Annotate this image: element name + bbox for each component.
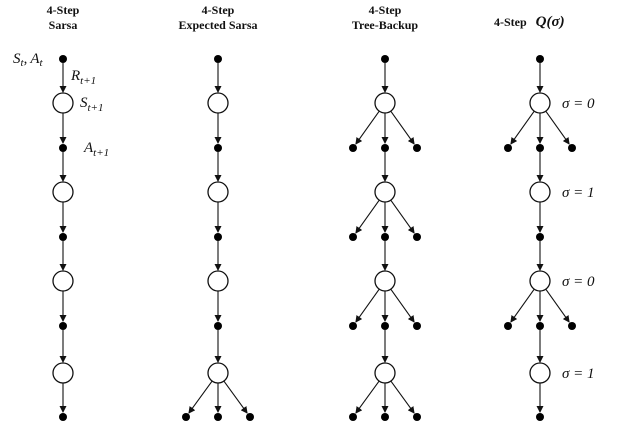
action-node [536, 322, 544, 330]
action-node [349, 144, 357, 152]
transition-arrow [390, 110, 415, 145]
action-node [246, 413, 254, 421]
action-node [59, 55, 67, 63]
action-node [214, 233, 222, 241]
state-node [207, 270, 229, 292]
action-node [59, 322, 67, 330]
action-node [568, 144, 576, 152]
transition-arrow [223, 380, 248, 414]
transition-arrow [390, 288, 415, 323]
action-node [536, 233, 544, 241]
action-node [413, 144, 421, 152]
transition-arrow [545, 288, 570, 323]
state-node [207, 362, 229, 384]
transition-arrow [510, 288, 535, 323]
action-node [349, 233, 357, 241]
action-node [413, 413, 421, 421]
title-line-1: 4-Step [369, 3, 402, 17]
title-math: Q(σ) [536, 14, 565, 30]
sigma-label: σ = 0 [562, 274, 595, 290]
state-node [374, 181, 396, 203]
action-node [349, 413, 357, 421]
label-s-t1: St+1 [80, 95, 103, 114]
action-node [214, 55, 222, 63]
state-node [207, 92, 229, 114]
state-node [529, 181, 551, 203]
transition-arrow [355, 380, 380, 414]
action-node [59, 233, 67, 241]
state-node [52, 362, 74, 384]
action-node [381, 144, 389, 152]
label-r-t1: Rt+1 [70, 68, 96, 87]
column-title-sarsa: 4-Step Sarsa [47, 3, 80, 32]
action-node [381, 233, 389, 241]
action-node [182, 413, 190, 421]
column-title-expected-sarsa: 4-Step Expected Sarsa [179, 3, 258, 32]
state-node [374, 92, 396, 114]
action-node [381, 322, 389, 330]
title-line-2: Tree-Backup [352, 18, 419, 32]
label-a-t1: At+1 [83, 140, 109, 159]
svg-text:4-Step Q(σ): 4-Step Q(σ) [494, 14, 565, 30]
transition-arrow [355, 199, 380, 234]
state-node [529, 362, 551, 384]
action-node [504, 144, 512, 152]
transition-arrow [390, 380, 415, 414]
action-node [568, 322, 576, 330]
transition-arrow [545, 110, 570, 145]
sarsa-annotations: St,At Rt+1 St+1 At+1 [13, 51, 109, 159]
transition-arrow [355, 110, 380, 145]
state-node [52, 92, 74, 114]
action-node [59, 413, 67, 421]
transition-arrow [188, 380, 213, 414]
action-node [214, 144, 222, 152]
state-node [52, 181, 74, 203]
label-st-at: St,At [13, 51, 43, 69]
column-title-q-sigma: 4-Step Q(σ) [494, 14, 565, 30]
action-node [536, 413, 544, 421]
transition-arrow [510, 110, 535, 145]
title-line-2: Expected Sarsa [179, 18, 258, 32]
action-node [413, 322, 421, 330]
state-node [374, 270, 396, 292]
title-line-1: 4-Step [202, 3, 235, 17]
state-node [529, 92, 551, 114]
state-node [529, 270, 551, 292]
sigma-label: σ = 0 [562, 96, 595, 112]
transition-arrow [355, 288, 380, 323]
action-node [381, 55, 389, 63]
sigma-label: σ = 1 [562, 185, 595, 201]
action-node [214, 413, 222, 421]
column-title-tree-backup: 4-Step Tree-Backup [352, 3, 419, 32]
state-node [374, 362, 396, 384]
action-node [413, 233, 421, 241]
action-node [59, 144, 67, 152]
action-node [381, 413, 389, 421]
state-node [207, 181, 229, 203]
title-prefix: 4-Step [494, 15, 527, 29]
sigma-label: σ = 1 [562, 366, 595, 382]
action-node [536, 55, 544, 63]
title-line-2: Sarsa [49, 18, 78, 32]
action-node [504, 322, 512, 330]
action-node [536, 144, 544, 152]
title-line-1: 4-Step [47, 3, 80, 17]
state-node [52, 270, 74, 292]
diagram-layer: σ = 0 σ = 1 σ = 0 σ = 1 [52, 55, 595, 421]
transition-arrow [390, 199, 415, 234]
action-node [214, 322, 222, 330]
action-node [349, 322, 357, 330]
